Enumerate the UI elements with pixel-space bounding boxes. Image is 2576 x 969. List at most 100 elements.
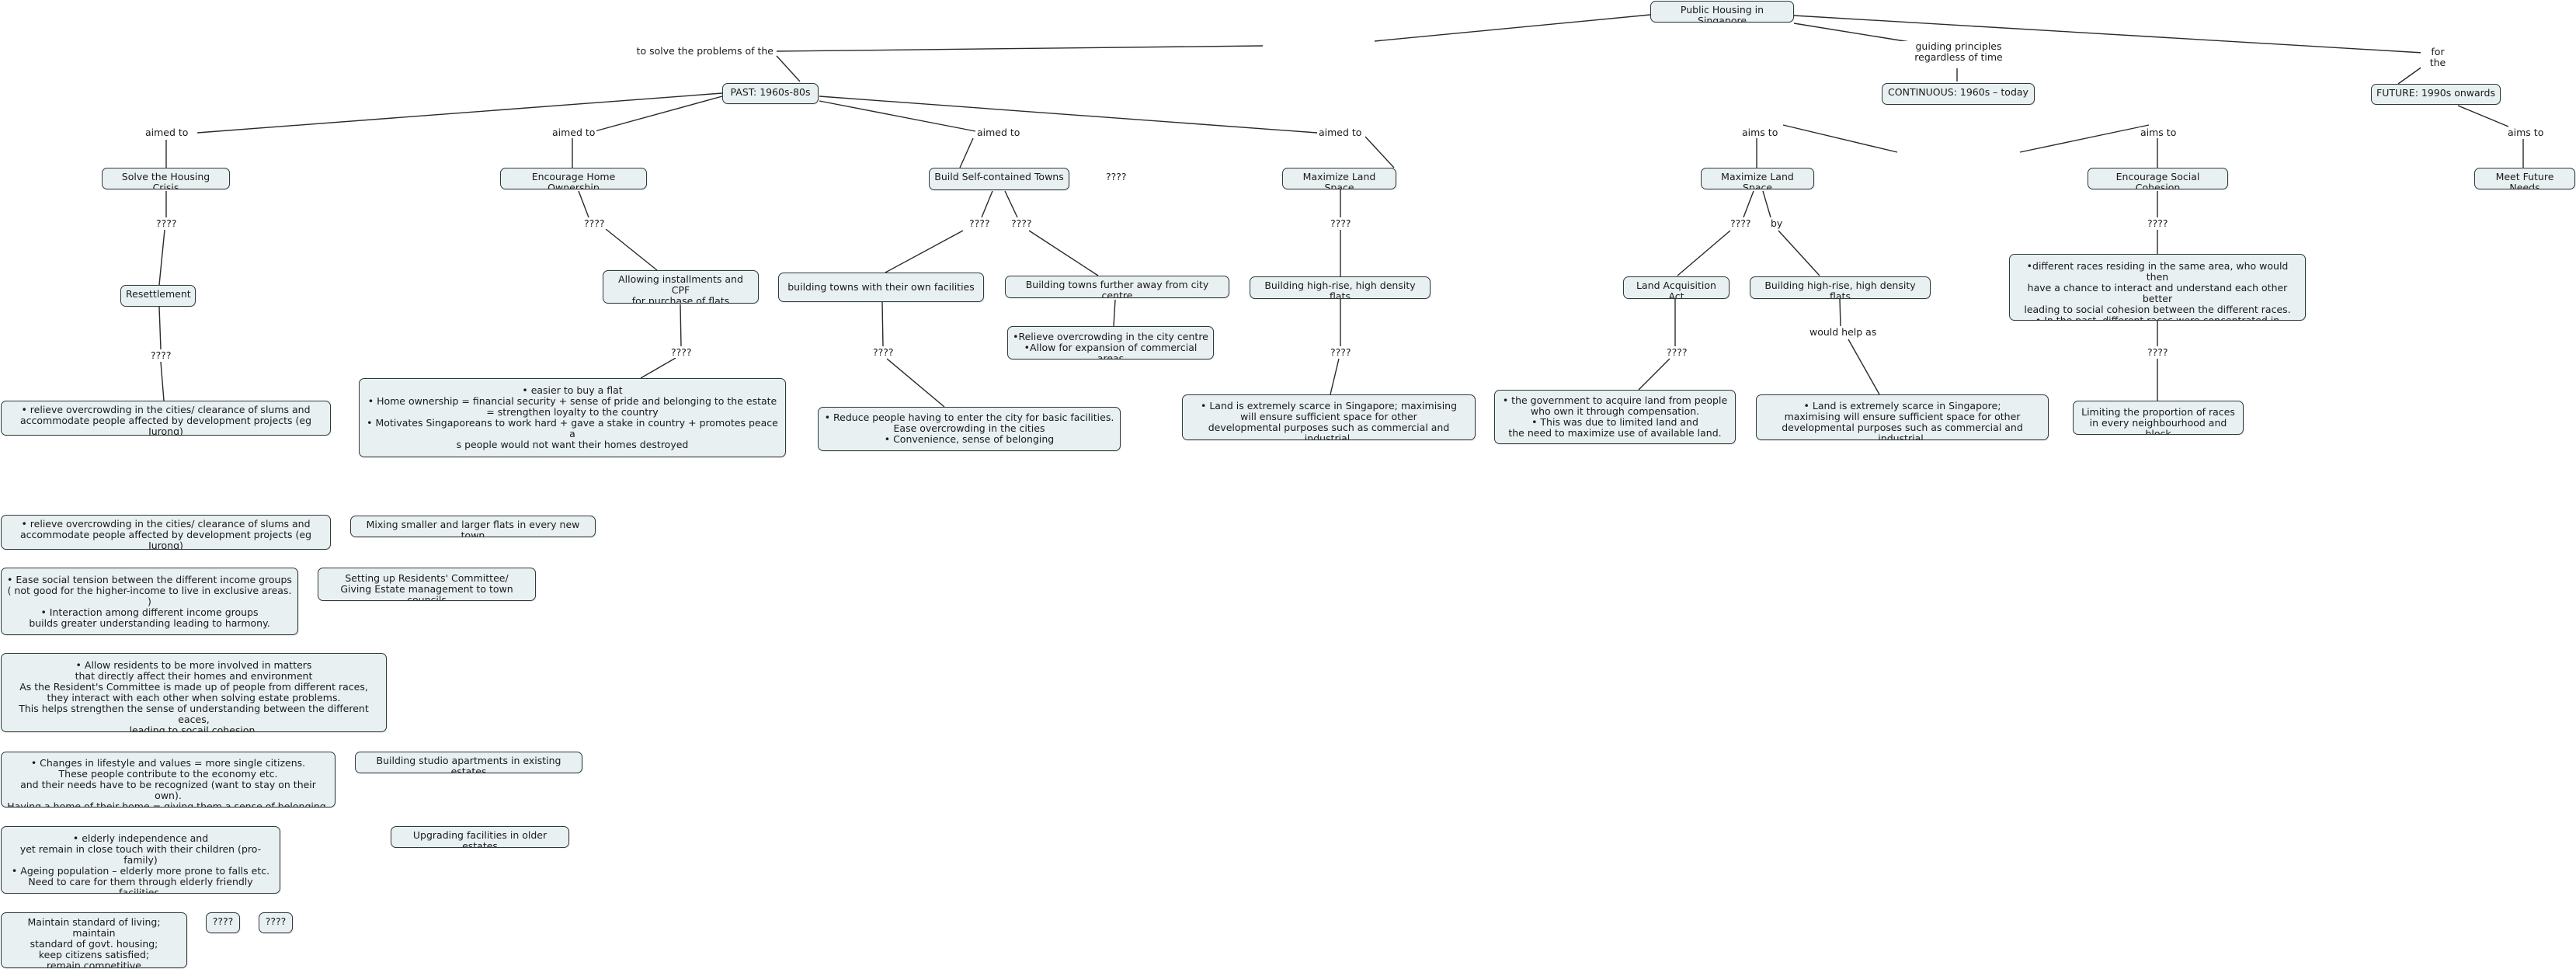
loose-relieve-node[interactable]: • relieve overcrowding in the cities/ cl… [1, 515, 331, 550]
connector [1762, 190, 1771, 218]
limiting-races-node[interactable]: Limiting the proportion of races in ever… [2073, 401, 2244, 435]
connector [158, 229, 165, 286]
continuous-high-rise-detail-node[interactable]: • Land is extremely scarce in Singapore;… [1756, 394, 2049, 440]
placeholder-label: ???? [1329, 346, 1353, 358]
connector [578, 190, 589, 218]
connector [1364, 136, 1395, 168]
connector [881, 301, 884, 347]
encourage-home-ownership-node[interactable]: Encourage Home Ownership [500, 168, 647, 189]
own-facilities-node[interactable]: building towns with their own facilities [778, 273, 984, 302]
residents-committee-node[interactable]: Setting up Residents' Committee/ Giving … [318, 568, 536, 601]
continuous-help-label: would help as [1808, 326, 1879, 338]
connector [886, 358, 945, 408]
connector [1638, 358, 1670, 391]
installments-node[interactable]: Allowing installments and CPF for purcha… [603, 270, 759, 304]
placeholder-label: ???? [1104, 171, 1128, 182]
connector [1677, 230, 1731, 276]
continuous-by-label: by [1769, 217, 1785, 229]
placeholder-label: ???? [582, 217, 607, 229]
connector [1743, 190, 1754, 218]
placeholder-label: ???? [968, 217, 992, 229]
continuous-high-rise-node[interactable]: Building high-rise, high density flats [1750, 276, 1931, 299]
solve-housing-crisis-node[interactable]: Solve the Housing Crisis [102, 168, 230, 189]
resettlement-node[interactable]: Resettlement [120, 285, 196, 307]
resettlement-detail-node[interactable]: • relieve overcrowding in the cities/ cl… [1, 401, 331, 436]
past-node[interactable]: PAST: 1960s-80s [722, 83, 819, 104]
ease-tension-node[interactable]: • Ease social tension between the differ… [1, 568, 298, 635]
connector [1004, 190, 1018, 218]
connector [1028, 230, 1099, 276]
past-link-label: to solve the problems of the [624, 46, 775, 57]
maintain-standard-node[interactable]: Maintain standard of living; maintain st… [1, 912, 187, 968]
future-node[interactable]: FUTURE: 1990s onwards [2371, 84, 2501, 105]
continuous-aim-label-2: aims to [2139, 127, 2178, 138]
placeholder-label: ???? [1665, 346, 1689, 358]
future-link-label: for the [2421, 47, 2455, 68]
land-acquisition-act-node[interactable]: Land Acquisition Act [1623, 276, 1730, 299]
studio-apartments-node[interactable]: Building studio apartments in existing e… [355, 752, 582, 773]
connector [158, 306, 162, 350]
mixing-flats-node[interactable]: Mixing smaller and larger flats in every… [350, 516, 596, 537]
past-aim-label-2: aimed to [551, 127, 597, 138]
connector [680, 304, 682, 347]
continuous-aim-label-1: aims to [1740, 127, 1780, 138]
placeholder-label: ???? [2146, 217, 2170, 229]
upgrading-facilities-node[interactable]: Upgrading facilities in older estates [391, 826, 569, 848]
placeholder-label: ???? [1010, 217, 1034, 229]
meet-future-needs-node[interactable]: Meet Future Needs [2474, 168, 2575, 189]
connector [2019, 124, 2150, 153]
connector [160, 361, 165, 401]
lifestyle-node[interactable]: • Changes in lifestyle and values = more… [1, 752, 335, 808]
connector [1330, 358, 1340, 395]
connector [1374, 14, 1651, 42]
past-maximize-land-space-node[interactable]: Maximize Land Space [1282, 168, 1396, 189]
placeholder-label: ???? [1729, 217, 1753, 229]
connector [959, 137, 974, 168]
placeholder-label: ???? [149, 349, 173, 361]
connector [1113, 299, 1116, 327]
connector [885, 230, 964, 273]
placeholder-label: ???? [155, 217, 179, 229]
further-away-detail-node[interactable]: •Relieve overcrowding in the city centre… [1007, 326, 1214, 359]
cohesion-detail-node[interactable]: •different races residing in the same ar… [2009, 254, 2306, 321]
connector [605, 228, 658, 271]
continuous-maximize-land-space-node[interactable]: Maximize Land Space [1701, 168, 1814, 189]
placeholder-label: ???? [2146, 346, 2170, 358]
connector [1848, 339, 1880, 395]
past-aim-label-4: aimed to [1317, 127, 1364, 138]
connector [776, 55, 801, 82]
connector [640, 357, 676, 379]
connector [1793, 23, 1915, 43]
connector [1839, 298, 1841, 327]
installments-detail-node[interactable]: • easier to buy a flat • Home ownership … [359, 378, 786, 457]
placeholder-label: ???? [669, 346, 694, 358]
continuous-node[interactable]: CONTINUOUS: 1960s – today [1882, 83, 2035, 105]
connector [981, 190, 993, 218]
placeholder-label: ???? [871, 346, 895, 358]
placeholder-node[interactable]: ???? [206, 912, 240, 933]
connector [1778, 230, 1820, 276]
allow-residents-node[interactable]: • Allow residents to be more involved in… [1, 653, 387, 732]
connector [776, 45, 1264, 52]
connector [196, 92, 723, 134]
past-aim-label-1: aimed to [144, 127, 190, 138]
further-away-node[interactable]: Building towns further away from city ce… [1005, 276, 1229, 298]
root-node[interactable]: Public Housing in Singapore [1650, 1, 1794, 23]
elderly-node[interactable]: • elderly independence and yet remain in… [1, 826, 280, 894]
land-acquisition-detail-node[interactable]: • the government to acquire land from pe… [1494, 390, 1736, 444]
connector [1793, 15, 2424, 54]
build-self-contained-towns-node[interactable]: Build Self-contained Towns [929, 168, 1069, 190]
encourage-social-cohesion-node[interactable]: Encourage Social Cohesion [2088, 168, 2228, 189]
connector [2457, 105, 2509, 127]
continuous-link-label: guiding principles regardless of time [1895, 41, 2022, 63]
past-high-rise-node[interactable]: Building high-rise, high density flats [1250, 276, 1431, 299]
connector [819, 100, 976, 132]
connector [819, 96, 1318, 134]
placeholder-label: ???? [1329, 217, 1353, 229]
future-aim-label: aims to [2506, 127, 2546, 138]
own-facilities-detail-node[interactable]: • Reduce people having to enter the city… [818, 407, 1121, 451]
connector [1782, 124, 1898, 153]
past-high-rise-detail-node[interactable]: • Land is extremely scarce in Singapore;… [1182, 394, 1476, 440]
placeholder-node[interactable]: ???? [259, 912, 293, 933]
